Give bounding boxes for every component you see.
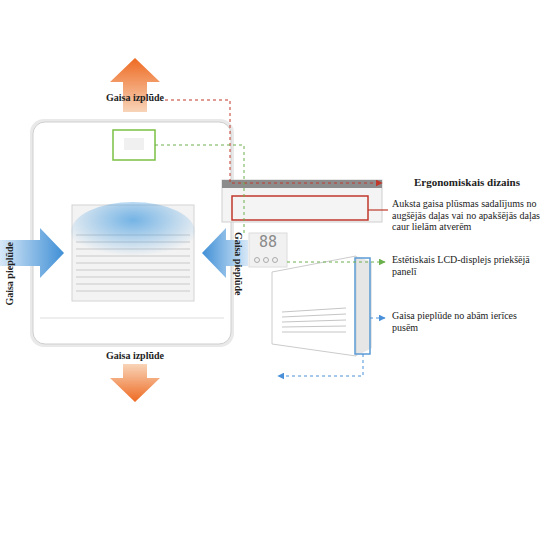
leader-line bbox=[370, 318, 385, 319]
leader-line bbox=[287, 262, 385, 263]
leader-line bbox=[155, 145, 244, 233]
flow-label: Gaisa izplūde bbox=[90, 350, 180, 362]
display-digits: 88 bbox=[250, 234, 286, 251]
leader-line bbox=[368, 209, 388, 210]
outlet-highlight bbox=[232, 196, 368, 220]
leader-line bbox=[278, 354, 363, 376]
feature-heading: Ergonomiskais dizains bbox=[392, 176, 542, 189]
side-inlet-highlight bbox=[355, 258, 370, 354]
leader-line bbox=[165, 100, 382, 183]
indoor-unit bbox=[33, 122, 231, 344]
airflow-glow bbox=[71, 202, 195, 262]
lcd-icons bbox=[255, 258, 278, 263]
flow-label: Gaisa pieplūde bbox=[4, 229, 16, 319]
panel-seam bbox=[40, 318, 224, 319]
ceiling-top bbox=[222, 180, 382, 188]
feature-note: Auksta gaisa plūsmas sadalījums no augšē… bbox=[392, 198, 542, 233]
unit-perspective bbox=[272, 256, 372, 356]
outlet-arrow bbox=[110, 58, 160, 112]
display-highlight bbox=[113, 130, 155, 160]
feature-note: Gaisa pieplūde no abām ierīces pusēm bbox=[392, 310, 542, 333]
feature-note: Estētiskais LCD-displejs priekšējā panel… bbox=[392, 254, 542, 277]
unit-display bbox=[124, 138, 144, 150]
unit-shadow bbox=[30, 119, 234, 347]
ceiling-view bbox=[222, 180, 382, 222]
perspective-slats bbox=[282, 308, 346, 332]
unit-front bbox=[272, 256, 356, 356]
flow-label: Gaisa pieplūde bbox=[232, 219, 244, 309]
flow-label: Gaisa izplūde bbox=[90, 92, 180, 104]
outlet-arrow bbox=[110, 364, 160, 402]
lcd-panel bbox=[249, 233, 287, 267]
